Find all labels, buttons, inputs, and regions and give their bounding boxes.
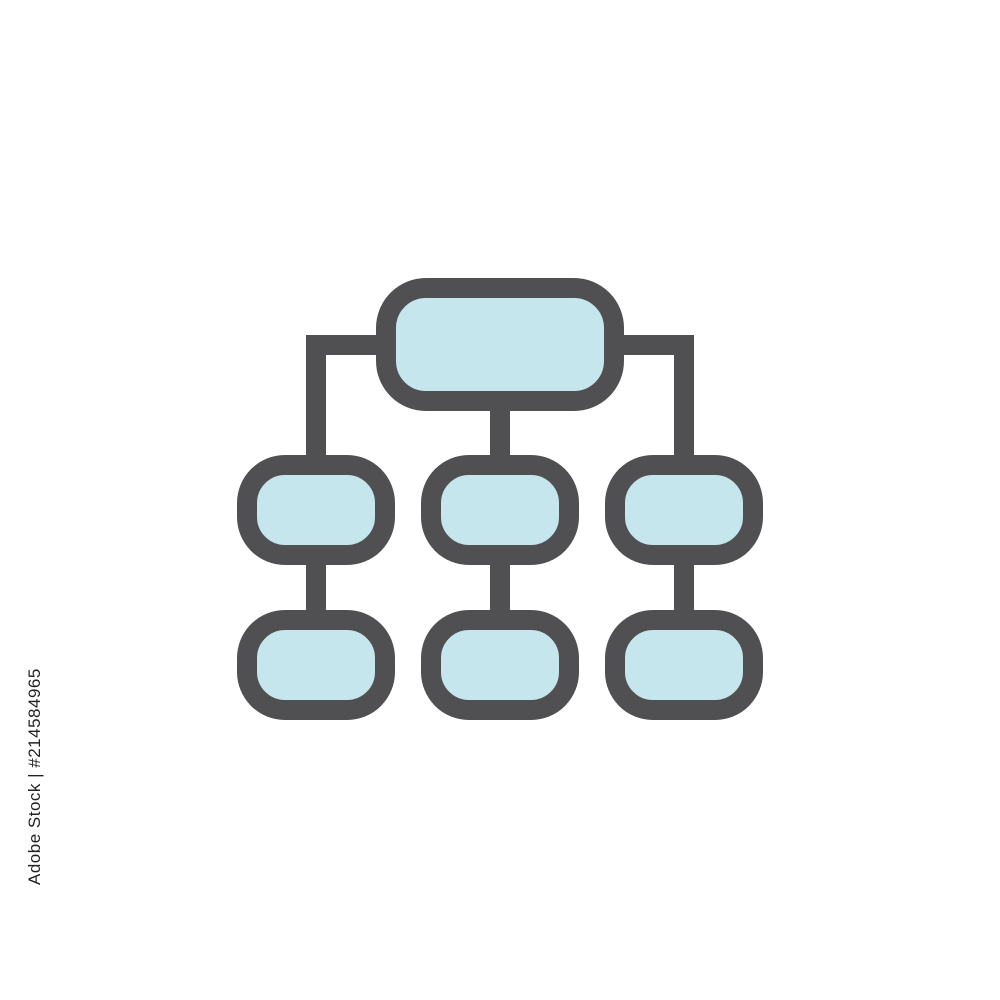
connector-right (620, 335, 694, 462)
hierarchy-connectors (306, 335, 694, 618)
stock-id-label: Adobe Stock | #214584965 (25, 668, 44, 885)
node-level2-center (421, 610, 579, 720)
node-level1-center (421, 455, 579, 565)
hierarchy-nodes (237, 278, 763, 720)
node-level1-left (237, 455, 395, 565)
node-root (376, 278, 624, 411)
node-level2-left (237, 610, 395, 720)
node-level2-right (605, 610, 763, 720)
connector-left (306, 335, 380, 462)
node-level1-right (605, 455, 763, 565)
